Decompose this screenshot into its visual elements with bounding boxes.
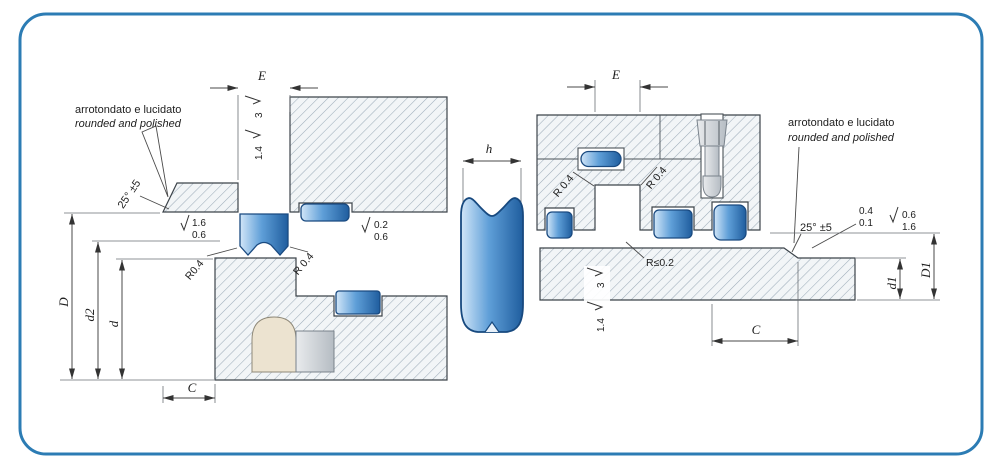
dim-h: h bbox=[462, 141, 522, 204]
finish-value: 3 bbox=[596, 282, 607, 288]
dim-C-left: C bbox=[162, 380, 216, 403]
right-view: E R 0.4 R 0.4 R≤0.2 3 1.4 arrotondato e … bbox=[536, 67, 940, 346]
dim-label-D: D bbox=[56, 297, 71, 308]
dim-label-E-left: E bbox=[257, 68, 266, 83]
rod-section bbox=[539, 247, 856, 301]
static-seal-left bbox=[300, 203, 350, 222]
dim-label-h: h bbox=[486, 141, 493, 156]
note-line1: arrotondato e lucidato bbox=[75, 104, 181, 116]
note-leader-wedge bbox=[141, 125, 169, 198]
finish-value: 0.6 bbox=[192, 230, 206, 241]
finish-value: 0.2 bbox=[374, 220, 388, 231]
surface-finish-right-edge: 0.6 1.6 bbox=[889, 206, 916, 233]
dim-label-d2: d2 bbox=[82, 308, 97, 322]
surface-finish-groove-right: 3 1.4 bbox=[584, 266, 610, 336]
finish-value: 1.4 bbox=[254, 146, 265, 160]
dim-E-left: E bbox=[210, 68, 318, 180]
dim-label-d1: d1 bbox=[884, 277, 899, 290]
bearing-element bbox=[295, 330, 335, 373]
note-line2: rounded and polished bbox=[75, 118, 182, 130]
seal-wiper bbox=[713, 204, 747, 241]
finish-value: 1.6 bbox=[902, 222, 916, 233]
radius-max-label: R≤0.2 bbox=[646, 257, 674, 269]
note-left: arrotondato e lucidato rounded and polis… bbox=[75, 104, 182, 198]
dim-d: d bbox=[106, 258, 213, 379]
dim-C-right: C bbox=[711, 262, 799, 346]
seal-profile bbox=[460, 197, 524, 333]
dim-d2: d2 bbox=[82, 240, 220, 379]
chamfer-values: 0.4 0.1 bbox=[811, 206, 873, 249]
finish-value: 3 bbox=[254, 112, 265, 118]
angle-callout-right: 25° ±5 bbox=[791, 222, 832, 253]
chamfer-value: 0.4 bbox=[859, 206, 873, 217]
dim-d1: d1 bbox=[856, 257, 906, 299]
static-seal-right bbox=[580, 150, 622, 168]
backup-ring-element bbox=[251, 316, 297, 373]
finish-value: 0.6 bbox=[374, 232, 388, 243]
main-seal-left bbox=[239, 213, 289, 256]
finish-value: 0.6 bbox=[902, 210, 916, 221]
chamfer-value: 0.1 bbox=[859, 218, 873, 229]
finish-value: 1.4 bbox=[596, 318, 607, 332]
seal-buffer bbox=[653, 209, 693, 239]
seal-static-left-groove bbox=[546, 211, 573, 239]
profile-view: h bbox=[460, 141, 524, 333]
note-line1: arrotondato e lucidato bbox=[788, 117, 894, 129]
radius-max-callout: R≤0.2 bbox=[625, 241, 674, 269]
dim-label-C-left: C bbox=[188, 380, 197, 395]
dim-D1: D1 bbox=[770, 232, 940, 299]
dim-E-right: E bbox=[567, 67, 668, 112]
angle-label: 25° ±5 bbox=[800, 222, 832, 234]
dim-label-d: d bbox=[106, 320, 121, 327]
housing-section-left bbox=[289, 96, 448, 213]
grease-fitting bbox=[696, 119, 728, 198]
seal-profile-notch bbox=[484, 320, 500, 333]
dim-label-E-right: E bbox=[611, 67, 620, 82]
dim-label-C-right: C bbox=[752, 322, 761, 337]
note-right: arrotondato e lucidato rounded and polis… bbox=[788, 117, 895, 244]
dim-label-D1: D1 bbox=[918, 262, 933, 279]
finish-value: 1.6 bbox=[192, 218, 206, 229]
dim-D: D bbox=[56, 212, 160, 379]
note-line2: rounded and polished bbox=[788, 132, 895, 144]
gland-bar-section bbox=[162, 182, 239, 213]
surface-finish-bore: 0.2 0.6 bbox=[361, 216, 388, 243]
surface-finish-groove-left: 3 1.4 bbox=[244, 95, 265, 160]
surface-finish-left-edge: 1.6 0.6 bbox=[180, 214, 206, 241]
guide-ring bbox=[335, 290, 381, 315]
